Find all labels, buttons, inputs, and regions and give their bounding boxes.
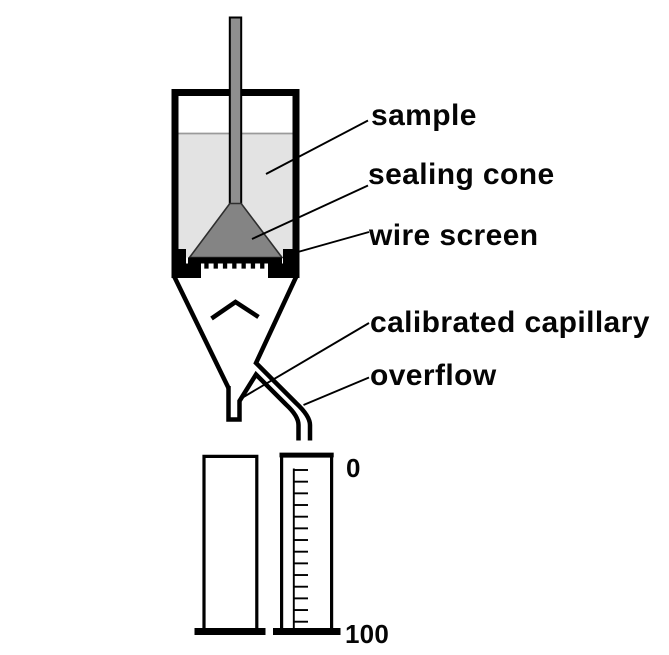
graduation-ticks bbox=[293, 469, 308, 623]
scale-top-value: 0 bbox=[346, 453, 361, 483]
leader-sealing-cone bbox=[251, 184, 369, 240]
leader-sample bbox=[265, 119, 369, 175]
graduated-cylinder bbox=[273, 452, 341, 635]
leader-lines bbox=[240, 119, 370, 406]
label-calibrated-capillary: calibrated capillary bbox=[370, 306, 650, 339]
receiving-cylinder bbox=[194, 454, 266, 635]
plunger-rod bbox=[228, 16, 243, 209]
funnel-left-wall bbox=[171, 274, 231, 389]
leader-wire-screen bbox=[292, 231, 370, 255]
funnel bbox=[171, 274, 313, 441]
capillary-and-overflow-left bbox=[226, 370, 301, 441]
corner-seals bbox=[171, 249, 300, 278]
funnel-right-wall-and-overflow-right bbox=[253, 274, 313, 441]
label-sealing-cone: sealing cone bbox=[368, 158, 555, 191]
flow-chevron-mark bbox=[210, 299, 260, 321]
receiving-cylinder-walls bbox=[202, 454, 259, 631]
leader-overflow bbox=[303, 376, 370, 406]
screen-frame-bar bbox=[188, 257, 282, 264]
label-overflow: overflow bbox=[370, 359, 497, 392]
left-corner-seal bbox=[171, 249, 201, 278]
scale-bottom-value: 100 bbox=[345, 619, 389, 649]
right-corner-seal bbox=[268, 249, 300, 278]
label-wire-screen: wire screen bbox=[369, 219, 539, 252]
leader-calibrated-capillary bbox=[240, 322, 370, 400]
wire-screen-shape bbox=[188, 257, 282, 269]
label-sample: sample bbox=[371, 99, 477, 132]
